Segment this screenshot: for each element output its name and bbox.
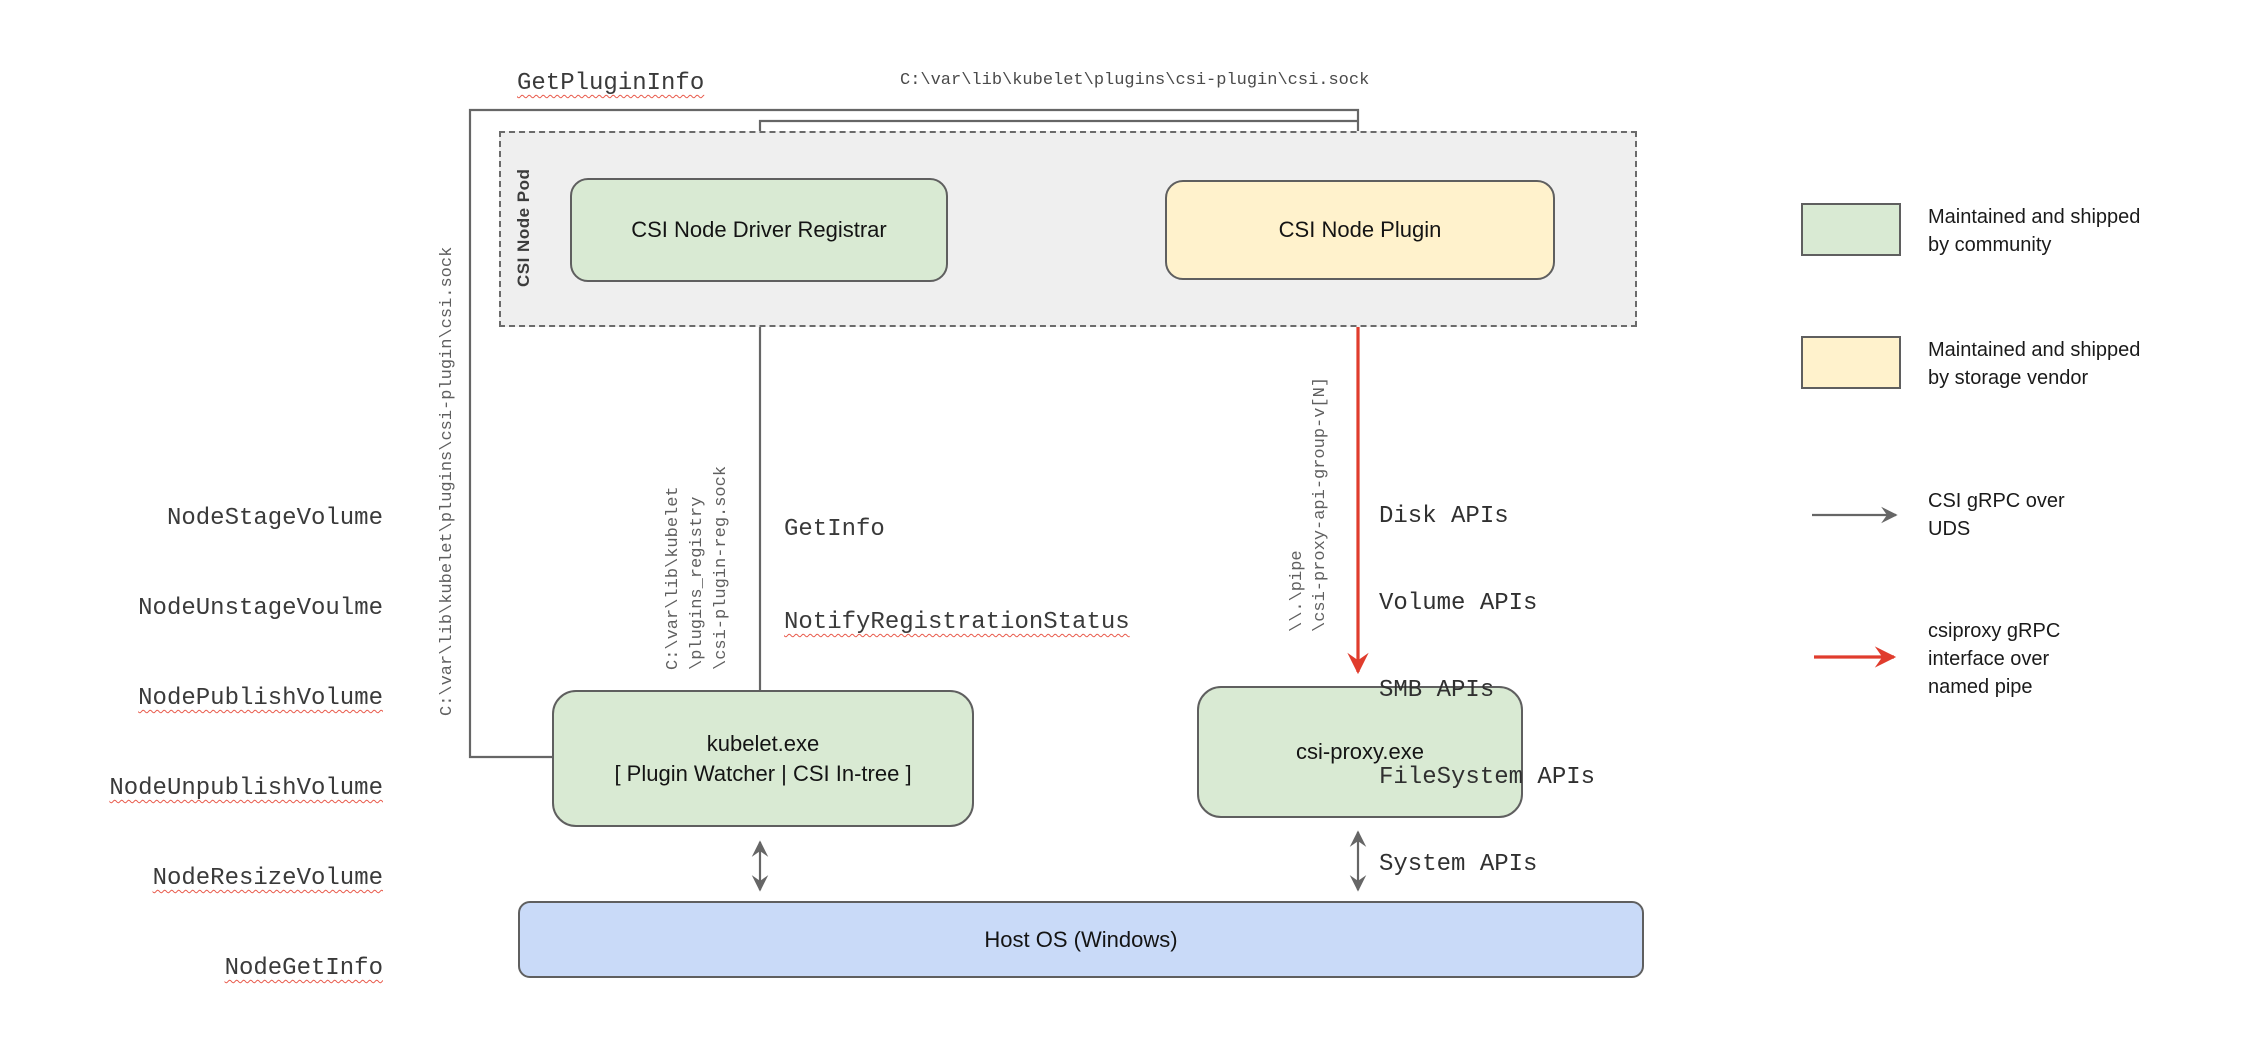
registry-socket-line: \csi-plugin-reg.sock bbox=[712, 465, 731, 670]
registration-calls: GetInfo NotifyRegistrationStatus bbox=[784, 452, 1130, 700]
csi-node-pod-label: CSI Node Pod bbox=[514, 168, 533, 287]
csi-node-driver-registrar-label: CSI Node Driver Registrar bbox=[631, 217, 887, 242]
registration-call-item: NotifyRegistrationStatus bbox=[784, 609, 1130, 636]
proxy-api-list: Disk APIs Volume APIs SMB APIs FileSyste… bbox=[1379, 444, 1595, 937]
legend-vendor-swatch bbox=[1801, 336, 1901, 389]
proxy-api-item: FileSystem APIs bbox=[1379, 764, 1596, 791]
node-rpc-item: NodeResizeVolume bbox=[152, 865, 383, 892]
named-pipe-line: \\.\pipe bbox=[1288, 550, 1307, 632]
kubelet-label-line1: kubelet.exe bbox=[706, 730, 820, 756]
host-os-box: Host OS (Windows) bbox=[518, 901, 1644, 978]
csi-node-plugin-label: CSI Node Plugin bbox=[1278, 217, 1442, 242]
csi-sock-path-label: C:\var\lib\kubelet\plugins\csi-plugin\cs… bbox=[900, 71, 1370, 90]
node-rpc-item: NodeUnpublishVolume bbox=[109, 775, 383, 802]
legend-community-swatch bbox=[1801, 203, 1901, 256]
csi-sock-vertical-text: C:\var\lib\kubelet\plugins\csi-plugin\cs… bbox=[438, 246, 457, 716]
get-plugin-info-label: GetPluginInfo bbox=[517, 70, 705, 97]
kubelet-box: kubelet.exe [ Plugin Watcher | CSI In-tr… bbox=[552, 690, 974, 827]
csi-proxy-label: csi-proxy.exe bbox=[1296, 739, 1424, 764]
node-rpc-item: NodePublishVolume bbox=[138, 685, 383, 712]
proxy-api-item: Disk APIs bbox=[1379, 503, 1509, 530]
registration-call-item: GetInfo bbox=[784, 516, 885, 543]
csi-sock-vertical-label: C:\var\lib\kubelet\plugins\csi-plugin\cs… bbox=[438, 247, 457, 716]
named-pipe-vertical-label: \\.\pipe \csi-proxy-api-group-v[N] bbox=[1286, 377, 1332, 632]
named-pipe-line: \csi-proxy-api-group-v[N] bbox=[1311, 376, 1330, 632]
csi-node-plugin-box: CSI Node Plugin bbox=[1165, 180, 1555, 280]
csi-proxy-box: csi-proxy.exe bbox=[1197, 686, 1523, 818]
node-rpc-item: NodeStageVolume bbox=[166, 505, 383, 532]
node-rpc-item: NodeGetInfo bbox=[224, 955, 383, 982]
registry-socket-vertical-label: C:\var\lib\kubelet \plugins_registry \cs… bbox=[662, 466, 734, 670]
registry-socket-line: \plugins_registry bbox=[688, 496, 707, 670]
legend-red-arrow-text: csiproxy gRPC interface over named pipe bbox=[1928, 620, 2061, 698]
host-os-label: Host OS (Windows) bbox=[984, 926, 1178, 952]
legend-community-text: Maintained and shipped by community bbox=[1928, 206, 2141, 256]
node-rpc-list: NodeStageVolume NodeUnstageVoulme NodePu… bbox=[60, 444, 383, 1044]
proxy-api-item: SMB APIs bbox=[1379, 677, 1495, 704]
kubelet-label-line2: [ Plugin Watcher | CSI In-tree ] bbox=[614, 760, 912, 786]
registry-socket-line: C:\var\lib\kubelet bbox=[664, 486, 683, 670]
legend-gray-arrow-text: CSI gRPC over UDS bbox=[1928, 490, 2065, 540]
csi-node-driver-registrar-box: CSI Node Driver Registrar bbox=[570, 178, 948, 282]
node-rpc-item: NodeUnstageVoulme bbox=[138, 595, 383, 622]
proxy-api-item: System APIs bbox=[1379, 851, 1538, 878]
legend-vendor-text: Maintained and shipped by storage vendor bbox=[1928, 339, 2141, 389]
proxy-api-item: Volume APIs bbox=[1379, 590, 1538, 617]
